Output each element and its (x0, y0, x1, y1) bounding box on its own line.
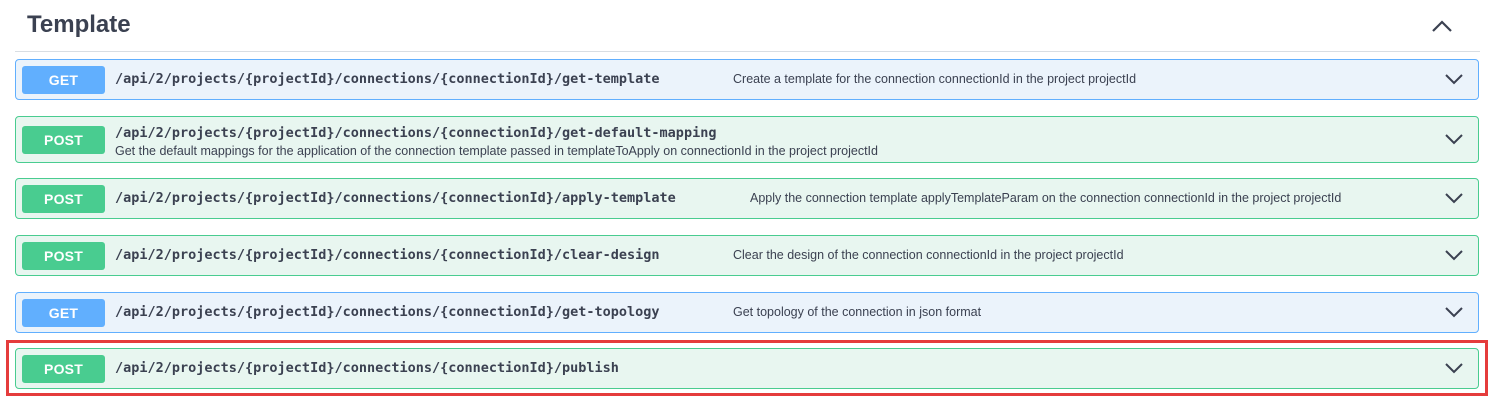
operation-description: Get topology of the connection in json f… (733, 305, 982, 319)
operation-description: Apply the connection template applyTempl… (750, 191, 1342, 205)
operation-get-default-mapping[interactable]: POST /api/2/projects/{projectId}/connect… (15, 116, 1479, 163)
method-badge: GET (22, 299, 105, 327)
operation-path: /api/2/projects/{projectId}/connections/… (115, 304, 660, 320)
operation-apply-template[interactable]: POST /api/2/projects/{projectId}/connect… (15, 178, 1479, 219)
operation-description: Get the default mappings for the applica… (115, 144, 878, 158)
operation-path: /api/2/projects/{projectId}/connections/… (115, 71, 660, 87)
section-header[interactable]: Template (15, 0, 1480, 52)
chevron-down-icon[interactable] (1444, 72, 1464, 86)
method-badge: POST (22, 242, 105, 270)
operation-get-template[interactable]: GET /api/2/projects/{projectId}/connecti… (15, 59, 1479, 100)
operation-path: /api/2/projects/{projectId}/connections/… (115, 125, 717, 141)
method-badge: GET (22, 66, 105, 94)
chevron-down-icon[interactable] (1444, 305, 1464, 319)
operation-path: /api/2/projects/{projectId}/connections/… (115, 247, 660, 263)
operation-publish[interactable]: POST /api/2/projects/{projectId}/connect… (15, 348, 1479, 389)
operation-description: Create a template for the connection con… (733, 72, 1137, 86)
section-title: Template (27, 11, 131, 38)
chevron-up-icon[interactable] (1427, 12, 1457, 40)
operation-description: Clear the design of the connection conne… (733, 248, 1124, 262)
method-badge: POST (22, 126, 105, 154)
chevron-down-icon[interactable] (1444, 248, 1464, 262)
chevron-down-icon[interactable] (1444, 361, 1464, 375)
operation-path: /api/2/projects/{projectId}/connections/… (115, 190, 676, 206)
method-badge: POST (22, 185, 105, 213)
operation-clear-design[interactable]: POST /api/2/projects/{projectId}/connect… (15, 235, 1479, 276)
operation-path: /api/2/projects/{projectId}/connections/… (115, 360, 619, 376)
chevron-down-icon[interactable] (1444, 191, 1464, 205)
operation-get-topology[interactable]: GET /api/2/projects/{projectId}/connecti… (15, 292, 1479, 333)
chevron-down-icon[interactable] (1444, 132, 1464, 146)
method-badge: POST (22, 355, 105, 383)
